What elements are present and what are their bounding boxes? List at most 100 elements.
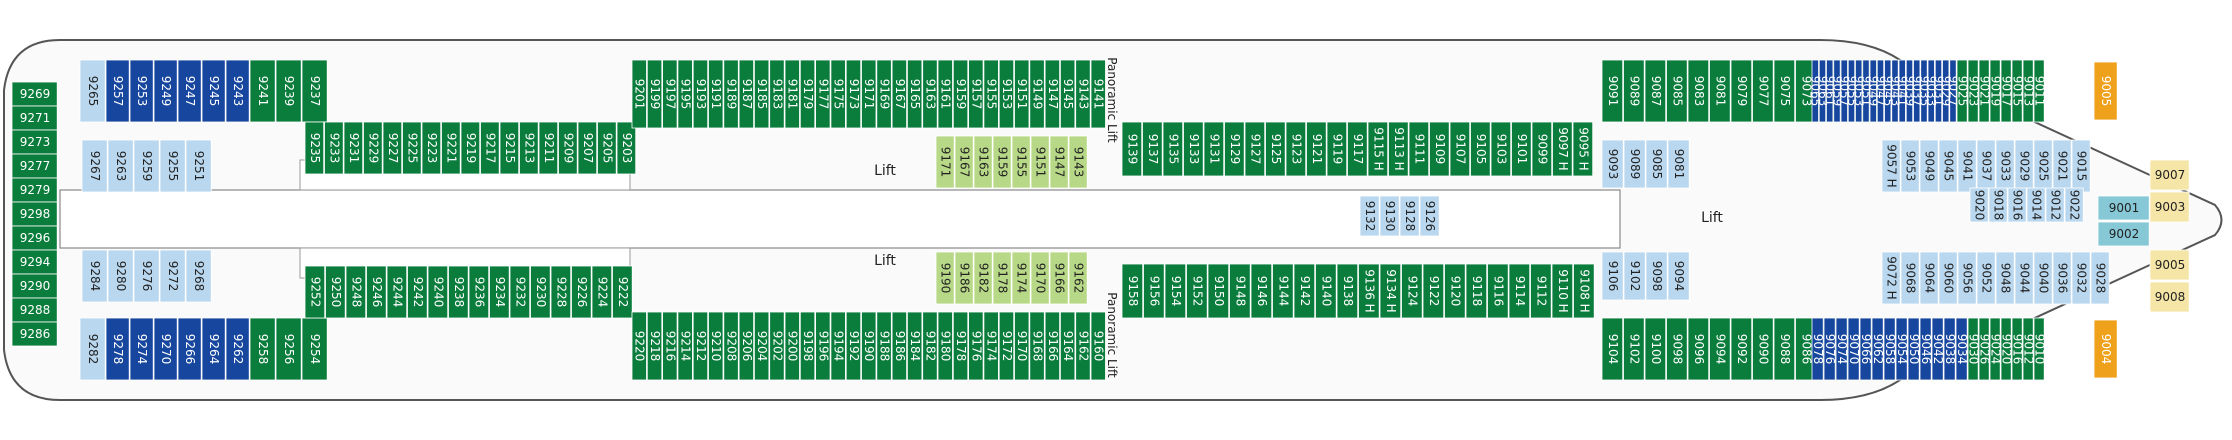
cabin-stern-inner-bottom-0[interactable]: 9284 — [81, 249, 108, 303]
cabin-fwd-lower-row-6[interactable]: 9146 — [1250, 263, 1273, 319]
cabin-fwd-upper-row-16[interactable]: 9107 — [1449, 121, 1471, 177]
cabin-aft-upper-row-14[interactable]: 9207 — [577, 121, 598, 175]
cabin-fwd-top-green-8[interactable]: 9075 — [1773, 59, 1796, 123]
cabin-mid-bottom-row-7[interactable]: 9206 — [738, 311, 754, 381]
cabin-fwd-upper-row-18[interactable]: 9103 — [1490, 121, 1512, 177]
cabin-mid-top-row-29[interactable]: 9143 — [1075, 59, 1091, 129]
cabin-aft-lower-row-6[interactable]: 9240 — [427, 265, 449, 319]
cabin-mid-inner-top-4[interactable]: 9155 — [1011, 135, 1031, 189]
cabin-fwd-bottom-green-5[interactable]: 9094 — [1709, 317, 1731, 381]
cabin-aft-lower-row-11[interactable]: 9230 — [530, 265, 551, 319]
cabin-bow-inner-top-8[interactable]: 9025 — [2033, 139, 2053, 193]
cabin-mid-top-row-9[interactable]: 9183 — [769, 59, 785, 129]
cabin-fwd-bottom-green-8[interactable]: 9088 — [1773, 317, 1796, 381]
cabin-bow-teal-0[interactable]: 9001 — [2097, 195, 2150, 221]
cabin-mid-bottom-row-5[interactable]: 9210 — [708, 311, 724, 381]
cabin-aft-upper-row-13[interactable]: 9209 — [558, 121, 578, 175]
cabin-bow-inner-mid-5[interactable]: 9022 — [2064, 187, 2084, 223]
cabin-bow-inner-mid-0[interactable]: 9020 — [1969, 187, 1989, 223]
cabin-bow-inner-bottom-5[interactable]: 9052 — [1976, 251, 1996, 305]
cabin-stern-top-green-0[interactable]: 9241 — [249, 59, 276, 123]
cabin-fwd-inner-light-top-3[interactable]: 9081 — [1667, 139, 1690, 189]
cabin-bow-inner-mid-4[interactable]: 9012 — [2045, 187, 2065, 223]
cabin-fwd-lower-row-0[interactable]: 9158 — [1121, 263, 1144, 319]
cabin-bow-top-green-6[interactable]: 9013 — [2022, 59, 2036, 123]
cabin-fwd-lower-row-16[interactable]: 9118 — [1465, 263, 1488, 319]
cabin-mid-inner-bottom-6[interactable]: 9166 — [1049, 251, 1069, 305]
cabin-bow-bottom-dark-8[interactable]: 9050 — [1907, 317, 1921, 381]
cabin-bow-inner-bottom-11[interactable]: 9028 — [2090, 251, 2110, 305]
cabin-stern-left-9[interactable]: 9288 — [11, 297, 58, 323]
cabin-stern-top-light-0[interactable]: 9265 — [79, 59, 106, 123]
cabin-aft-upper-row-3[interactable]: 9229 — [363, 121, 383, 175]
cabin-aft-upper-row-5[interactable]: 9225 — [402, 121, 422, 175]
cabin-mid-top-row-17[interactable]: 9167 — [891, 59, 907, 129]
cabin-bow-bottom-green-3[interactable]: 9020 — [2000, 317, 2014, 381]
cabin-stern-bottom-green-2[interactable]: 9254 — [301, 317, 328, 381]
cabin-fwd-inner-center-2[interactable]: 9128 — [1399, 195, 1420, 237]
cabin-bow-top-green-5[interactable]: 9015 — [2011, 59, 2025, 123]
cabin-mid-top-row-24[interactable]: 9153 — [998, 59, 1015, 129]
cabin-mid-bottom-row-9[interactable]: 9202 — [769, 311, 785, 381]
cabin-mid-inner-bottom-3[interactable]: 9178 — [992, 251, 1012, 305]
cabin-bow-bottom-green-4[interactable]: 9016 — [2011, 317, 2025, 381]
cabin-stern-inner-top-1[interactable]: 9263 — [107, 139, 134, 193]
cabin-mid-bottom-row-19[interactable]: 9182 — [922, 311, 938, 381]
cabin-stern-bottom-dark-2[interactable]: 9270 — [153, 317, 178, 381]
cabin-mid-bottom-row-27[interactable]: 9166 — [1044, 311, 1060, 381]
cabin-stern-top-green-2[interactable]: 9237 — [301, 59, 328, 123]
cabin-mid-top-row-4[interactable]: 9193 — [692, 59, 709, 129]
cabin-aft-upper-row-11[interactable]: 9213 — [519, 121, 539, 175]
cabin-bow-bottom-green-0[interactable]: 9030 — [1967, 317, 1981, 381]
cabin-stern-top-dark-4[interactable]: 9245 — [201, 59, 226, 123]
cabin-stern-bottom-green-0[interactable]: 9258 — [249, 317, 276, 381]
cabin-stern-bottom-dark-0[interactable]: 9278 — [105, 317, 130, 381]
cabin-fwd-lower-row-21[interactable]: 9108 H — [1573, 263, 1595, 319]
cabin-mid-bottom-row-18[interactable]: 9184 — [907, 311, 923, 381]
cabin-stern-inner-bottom-2[interactable]: 9276 — [133, 249, 160, 303]
cabin-bow-inner-bottom-10[interactable]: 9032 — [2071, 251, 2091, 305]
cabin-bow-bottom-dark-3[interactable]: 9070 — [1847, 317, 1861, 381]
cabin-stern-left-5[interactable]: 9298 — [11, 201, 58, 227]
cabin-fwd-upper-row-22[interactable]: 9095 H — [1572, 121, 1594, 177]
cabin-mid-top-row-27[interactable]: 9147 — [1044, 59, 1060, 129]
cabin-mid-top-row-26[interactable]: 9149 — [1029, 59, 1045, 129]
cabin-aft-upper-row-7[interactable]: 9221 — [441, 121, 461, 175]
cabin-fwd-lower-row-20[interactable]: 9110 H — [1551, 263, 1574, 319]
cabin-fwd-bottom-green-1[interactable]: 9102 — [1623, 317, 1645, 381]
cabin-aft-upper-row-2[interactable]: 9231 — [343, 121, 364, 175]
cabin-aft-upper-row-16[interactable]: 9203 — [616, 121, 637, 175]
cabin-bow-suite-top-0[interactable]: 9005 — [2093, 61, 2118, 121]
cabin-mid-bottom-row-6[interactable]: 9208 — [723, 311, 739, 381]
cabin-fwd-bottom-green-6[interactable]: 9092 — [1730, 317, 1753, 381]
cabin-fwd-top-green-7[interactable]: 9077 — [1752, 59, 1774, 123]
cabin-mid-top-row-18[interactable]: 9165 — [907, 59, 923, 129]
cabin-fwd-lower-row-19[interactable]: 9112 — [1530, 263, 1552, 319]
cabin-aft-lower-row-7[interactable]: 9238 — [448, 265, 469, 319]
cabin-fwd-upper-row-21[interactable]: 9097 H — [1552, 121, 1573, 177]
cabin-mid-inner-bottom-1[interactable]: 9186 — [954, 251, 974, 305]
cabin-fwd-lower-row-1[interactable]: 9156 — [1143, 263, 1165, 319]
cabin-fwd-upper-row-8[interactable]: 9123 — [1285, 121, 1307, 177]
cabin-bow-cream-0[interactable]: 9007 — [2149, 159, 2190, 191]
cabin-bow-bottom-dark-12[interactable]: 9034 — [1955, 317, 1969, 381]
cabin-fwd-top-green-6[interactable]: 9079 — [1730, 59, 1753, 123]
cabin-fwd-upper-row-14[interactable]: 9111 — [1408, 121, 1430, 177]
cabin-fwd-lower-row-10[interactable]: 9138 — [1336, 263, 1359, 319]
cabin-aft-upper-row-8[interactable]: 9219 — [460, 121, 481, 175]
cabin-aft-lower-row-5[interactable]: 9242 — [407, 265, 428, 319]
cabin-mid-bottom-row-17[interactable]: 9186 — [891, 311, 907, 381]
cabin-mid-bottom-row-12[interactable]: 9196 — [815, 311, 831, 381]
cabin-stern-left-4[interactable]: 9279 — [11, 177, 58, 203]
cabin-fwd-inner-center-1[interactable]: 9130 — [1379, 195, 1400, 237]
cabin-mid-top-row-14[interactable]: 9173 — [845, 59, 862, 129]
cabin-fwd-top-green-4[interactable]: 9083 — [1687, 59, 1710, 123]
cabin-fwd-lower-row-3[interactable]: 9152 — [1186, 263, 1208, 319]
cabin-mid-top-row-11[interactable]: 9179 — [799, 59, 816, 129]
cabin-mid-top-row-30[interactable]: 9141 — [1090, 59, 1106, 129]
cabin-bow-inner-top-2[interactable]: 9049 — [1919, 139, 1939, 193]
cabin-bow-inner-top-9[interactable]: 9021 — [2052, 139, 2072, 193]
cabin-bow-bottom-dark-9[interactable]: 9046 — [1919, 317, 1933, 381]
cabin-bow-inner-top-1[interactable]: 9053 — [1900, 139, 1920, 193]
cabin-fwd-top-green-1[interactable]: 9089 — [1623, 59, 1645, 123]
